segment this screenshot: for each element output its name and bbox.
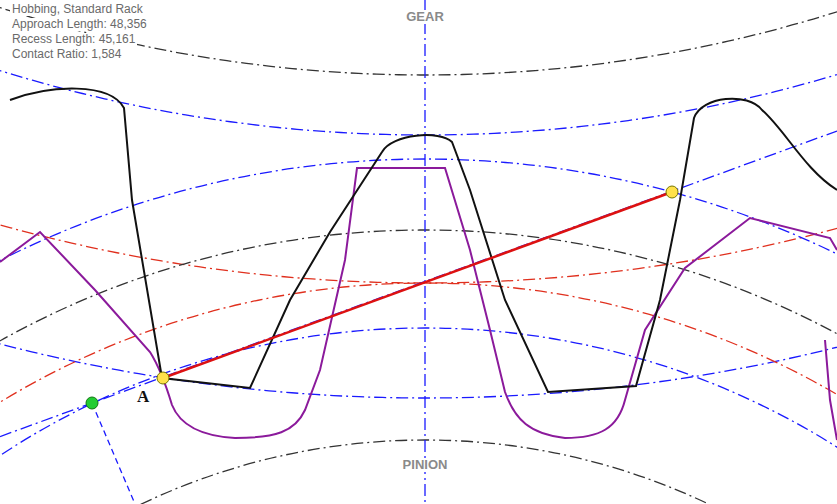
recess-length: Recess Length: 45,161 bbox=[10, 33, 137, 46]
pinion-pitch-circle bbox=[0, 283, 837, 504]
base-radius-line bbox=[92, 403, 135, 504]
pinion-root-circle bbox=[0, 440, 837, 504]
path-of-contact bbox=[163, 192, 672, 378]
pinion-profile bbox=[0, 168, 837, 438]
pinion-tip-circle bbox=[0, 159, 837, 504]
pinion-base-circle bbox=[0, 328, 837, 504]
gear-label: GEAR bbox=[404, 10, 446, 24]
approach-length: Approach Length: 48,356 bbox=[10, 18, 149, 31]
point-label: A bbox=[136, 388, 150, 407]
contact-ratio: Contact Ratio: 1,584 bbox=[10, 48, 123, 61]
gear-outer-circle bbox=[0, 0, 837, 75]
gear-profile bbox=[10, 89, 837, 392]
pinion-label: PINION bbox=[401, 458, 450, 472]
gear-pitch-circle bbox=[0, 0, 837, 283]
base-tangent-point bbox=[86, 397, 98, 409]
contact-start-point bbox=[157, 372, 169, 384]
contact-end-point bbox=[666, 186, 678, 198]
line-of-action bbox=[0, 131, 837, 437]
gear-tip-circle bbox=[0, 0, 837, 398]
pinion-profile bbox=[825, 340, 837, 440]
pinion-form-circle bbox=[0, 230, 837, 504]
center-line bbox=[424, 0, 425, 504]
method-note: Hobbing, Standard Rack bbox=[10, 3, 145, 16]
